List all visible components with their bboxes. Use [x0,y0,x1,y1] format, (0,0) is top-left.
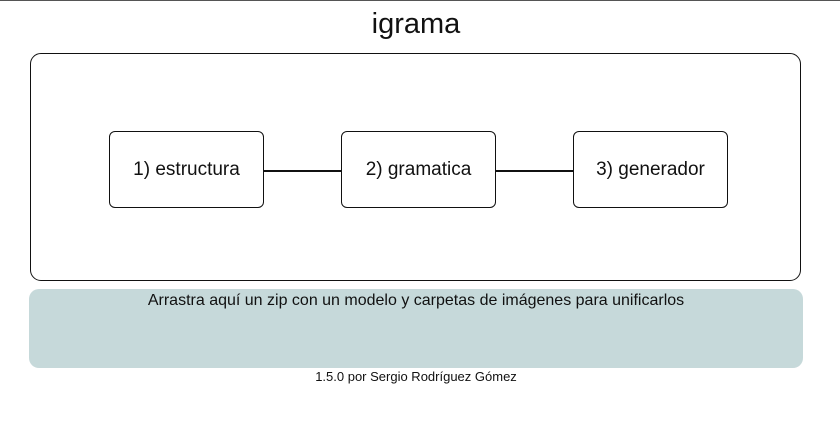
step-estructura-label: 1) estructura [133,158,240,180]
step-generador-label: 3) generador [596,158,705,180]
connector-line-2-3 [496,170,574,172]
footer-version-credit: 1.5.0 por Sergio Rodríguez Gómez [315,369,517,384]
step-gramatica-button[interactable]: 2) gramatica [341,131,496,208]
connector-line-1-2 [264,170,342,172]
zip-dropzone[interactable]: Arrastra aquí un zip con un modelo y car… [29,289,803,368]
step-gramatica-label: 2) gramatica [365,158,472,180]
step-generador-button[interactable]: 3) generador [573,131,728,208]
flow-panel: 1) estructura 2) gramatica 3) generador [30,53,801,281]
app-title: igrama [371,8,461,40]
window-top-border [0,0,840,1]
step-estructura-button[interactable]: 1) estructura [109,131,264,208]
dropzone-instructions: Arrastra aquí un zip con un modelo y car… [147,292,685,309]
